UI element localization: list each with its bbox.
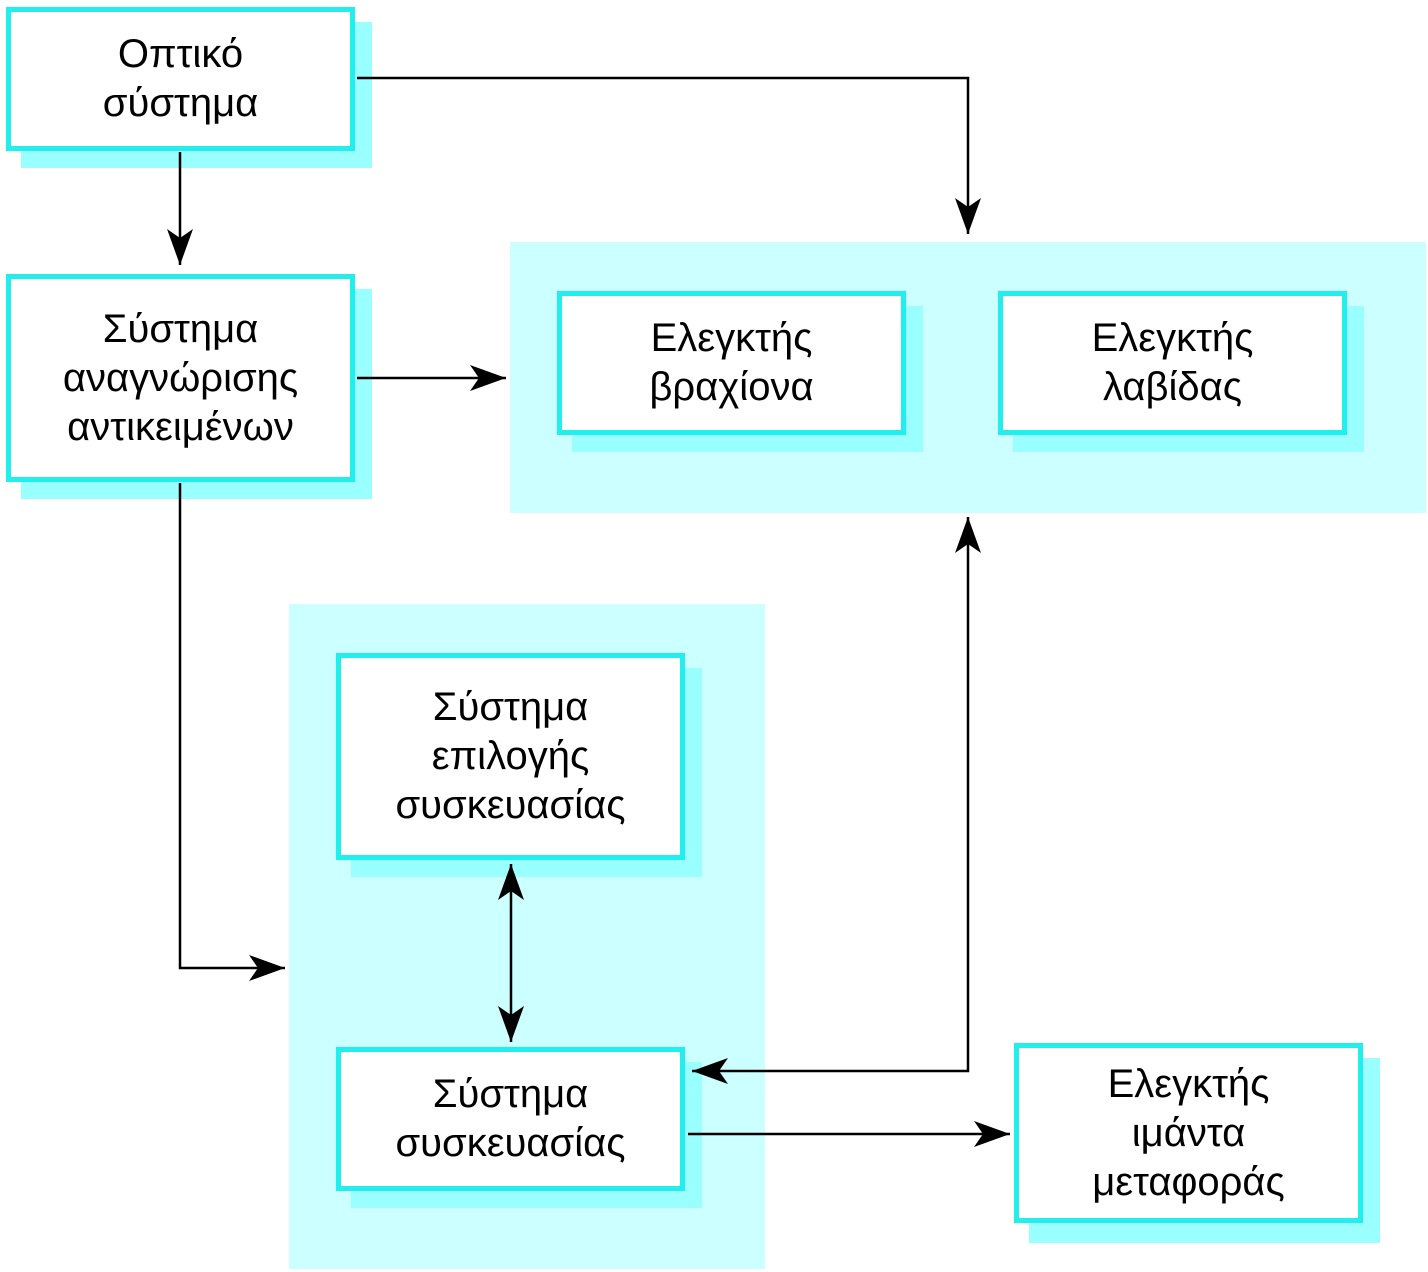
optical-system-box: Οπτικό σύστημα <box>6 7 355 151</box>
arm-controller-line-2: βραχίονα <box>649 365 814 409</box>
arm-controller-line-1: Ελεγκτής <box>650 316 813 360</box>
conveyor-controller-box: Ελεγκτής ιμάντα μεταφοράς <box>1014 1043 1363 1223</box>
packing-system-line-1: Σύστημα <box>432 1072 589 1116</box>
pack-select-system-line-1: Σύστημα <box>432 685 589 729</box>
recognition-system-line-3: αντικειμένων <box>67 404 294 449</box>
gripper-controller-line-1: Ελεγκτής <box>1091 316 1254 360</box>
arrow-optical-to-controllers <box>357 76 981 234</box>
pack-select-system-box: Σύστημα επιλογής συσκευασίας <box>336 653 685 860</box>
packing-system-box: Σύστημα συσκευασίας <box>336 1047 685 1191</box>
arrow-packing-controllers-bidirectional <box>692 517 981 1084</box>
arrow-recognition-to-packaging <box>178 483 285 981</box>
gripper-controller-box: Ελεγκτής λαβίδας <box>998 291 1347 435</box>
pack-select-system-line-3: συσκευασίας <box>395 783 626 827</box>
conveyor-controller-line-3: μεταφοράς <box>1092 1159 1285 1204</box>
conveyor-controller-line-2: ιμάντα <box>1131 1110 1246 1155</box>
recognition-system-line-2: αναγνώρισης <box>62 355 299 400</box>
optical-system-line-1: Οπτικό <box>117 32 244 76</box>
recognition-system-line-1: Σύστημα <box>102 306 259 351</box>
conveyor-controller-line-1: Ελεγκτής <box>1107 1061 1270 1106</box>
pack-select-system-line-2: επιλογής <box>431 734 590 778</box>
packing-system-line-2: συσκευασίας <box>395 1121 626 1165</box>
optical-system-line-2: σύστημα <box>102 81 259 125</box>
recognition-system-box: Σύστημα αναγνώρισης αντικειμένων <box>6 274 355 482</box>
arm-controller-box: Ελεγκτής βραχίονα <box>557 291 906 435</box>
gripper-controller-line-2: λαβίδας <box>1102 365 1243 409</box>
